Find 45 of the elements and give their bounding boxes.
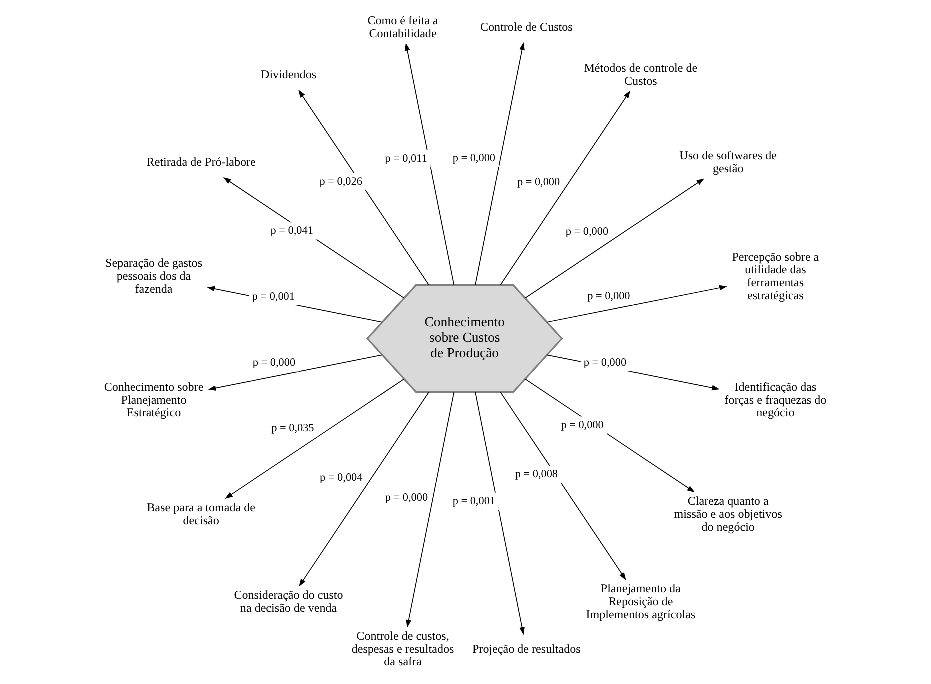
node-text: Dividendos	[261, 67, 317, 82]
edge-label: p = 0,000	[252, 357, 296, 370]
edge-label: p = 0,001	[252, 290, 295, 303]
node-text: Conhecimento sobre Planejamento Estratégico	[104, 380, 204, 420]
arrow	[404, 43, 455, 286]
node-text: Consideração do custo na decisão de venda	[234, 588, 344, 615]
node-text: Base para a tomada de decisão	[147, 500, 256, 528]
node-text: Uso de softwares de gestão	[680, 148, 778, 176]
arrow	[475, 42, 525, 286]
node-text: Clareza quanto a missão e aos objetivos do negócio	[674, 494, 782, 534]
node-text: Métodos de controle de Custos	[584, 60, 698, 88]
edge-label: p = 0,001	[452, 495, 496, 508]
edge-label: p = 0,000	[584, 356, 627, 369]
node-text: Projeção de resultados	[472, 642, 581, 656]
arrow	[225, 378, 404, 499]
arrow	[299, 392, 430, 587]
arrow	[500, 392, 626, 580]
edge-label: p = 0,000	[452, 152, 496, 165]
edge-label: p = 0,000	[561, 419, 604, 432]
edge-label: p = 0,011	[385, 153, 428, 166]
arrow	[525, 378, 696, 493]
edge-label: p = 0,000	[588, 290, 630, 302]
arrow	[525, 178, 705, 299]
arrow	[500, 90, 631, 286]
node-text: Percepção sobre a utilidade das ferramentas estratégicas	[732, 250, 820, 303]
node-text: Retirada de Pró-labore	[146, 154, 256, 169]
edge-label: p = 0,000	[566, 226, 609, 238]
node-text: Como é feita a Contabilidade	[368, 14, 438, 41]
edge-label: p = 0,000	[517, 176, 560, 188]
arrow	[406, 392, 455, 628]
node-text: Controle de Custos	[480, 20, 573, 34]
node-text: Planejamento da Reposição de Implementos agrícolas	[586, 582, 696, 622]
arrow	[546, 285, 728, 323]
arrow	[223, 178, 404, 299]
edge-label: p = 0,004	[320, 472, 363, 484]
arrow	[298, 90, 430, 286]
edge-label: p = 0,008	[515, 468, 558, 481]
edge-label: p = 0,041	[270, 225, 314, 238]
node-text: Controle de custos, despesas e resultados da safra	[352, 628, 454, 669]
edge-label: p = 0,000	[385, 492, 428, 504]
arrow	[475, 392, 525, 636]
node-text: Identificação das forças e fraquezas do negócio	[724, 380, 827, 420]
node-text: Separação de gastos pessoais dos da fazenda	[106, 256, 203, 296]
edge-label: p = 0,035	[272, 422, 314, 434]
edge-label: p = 0,026	[320, 176, 362, 188]
